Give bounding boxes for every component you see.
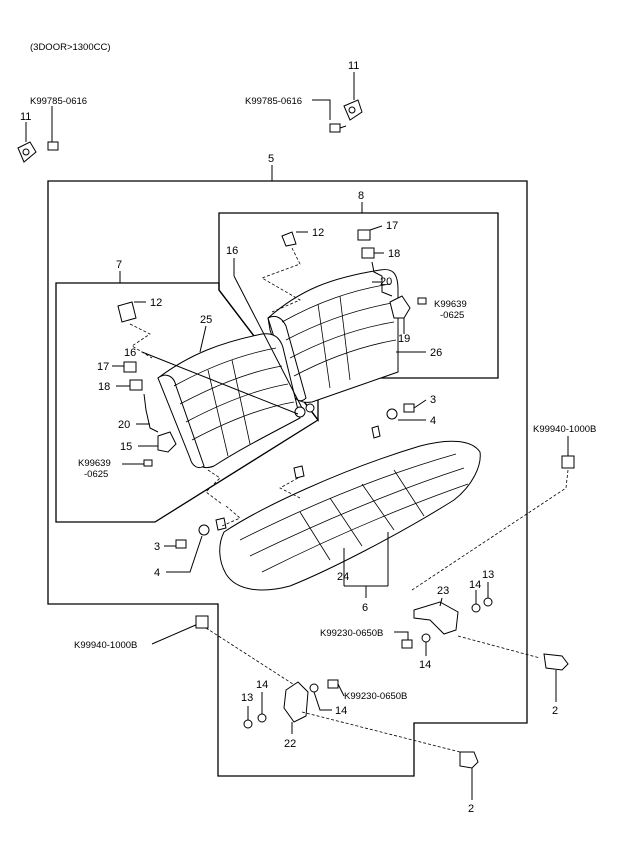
label-19: 19 xyxy=(398,333,410,345)
code-k99230-lower: K99230-0650B xyxy=(344,691,407,702)
label-12b: 12 xyxy=(312,227,324,239)
label-16b-group: 16 xyxy=(226,245,315,418)
bolt-k99940-left: K99940-1000B xyxy=(74,615,297,687)
label-8: 8 xyxy=(358,190,364,202)
label-4a: 4 xyxy=(154,567,160,579)
label-15: 15 xyxy=(120,441,132,453)
label-3a: 3 xyxy=(154,541,160,553)
label-17a: 17 xyxy=(97,361,109,373)
label-13b: 13 xyxy=(482,569,494,581)
label-11a: 11 xyxy=(20,111,31,123)
code-k99785-right: K99785-0616 xyxy=(245,96,302,107)
code-k99230-upper: K99230-0650B xyxy=(320,628,383,639)
label-14d: 14 xyxy=(335,705,347,717)
label-22: 22 xyxy=(284,738,296,750)
label-17b: 17 xyxy=(386,220,398,232)
headrest-guide-12-left: 12 xyxy=(117,297,162,359)
label-12a: 12 xyxy=(150,297,162,309)
label-18b: 18 xyxy=(388,248,400,260)
label-14a: 14 xyxy=(256,679,268,691)
label-14b: 14 xyxy=(469,579,481,591)
hinge-11-left: 11 K99785-0616 xyxy=(17,96,87,163)
label-3b: 3 xyxy=(430,394,436,406)
label-25: 25 xyxy=(200,314,212,326)
seatback-box-7: 7 xyxy=(55,259,319,523)
header-note: (3DOOR>1300CC) xyxy=(30,42,111,53)
bolt-3-4-left: 3 4 xyxy=(154,517,227,579)
label-6: 6 xyxy=(362,602,368,614)
bolt-k99940-right: K99940-1000B xyxy=(411,424,596,591)
label-16a: 16 xyxy=(124,347,136,359)
label-20a: 20 xyxy=(118,419,130,431)
label-20b: 20 xyxy=(380,276,392,288)
label-2b: 2 xyxy=(552,705,558,717)
right-box-parts: 17 18 20 19 K99639 -0625 26 xyxy=(357,220,467,359)
label-13a: 13 xyxy=(241,692,253,704)
label-18a: 18 xyxy=(98,381,110,393)
code-k99639-right-b: -0625 xyxy=(440,310,464,321)
label-26: 26 xyxy=(430,347,442,359)
seatback-left-25 xyxy=(157,333,301,469)
label-24: 24 xyxy=(337,571,349,583)
label-5: 5 xyxy=(268,153,274,165)
code-k99940-right: K99940-1000B xyxy=(533,424,596,435)
seat-cushion-24 xyxy=(219,440,481,591)
label-16b: 16 xyxy=(226,245,238,257)
code-k99639-left-b: -0625 xyxy=(84,469,108,480)
dashed-linkages xyxy=(221,505,241,527)
code-k99639-right-a: K99639 xyxy=(434,299,467,310)
code-k99785-left: K99785-0616 xyxy=(30,96,87,107)
hinge-11-right: 11 K99785-0616 xyxy=(245,60,363,133)
label-6-bracket: 24 6 xyxy=(337,532,389,614)
bracket-22-assembly: 22 14 13 14 K99230-0650B 2 xyxy=(241,679,479,815)
code-k99639-left-a: K99639 xyxy=(78,458,111,469)
headrest-guide-12-right: 12 xyxy=(261,227,324,313)
bolt-3-4-right: 3 4 xyxy=(279,394,436,499)
label-4b: 4 xyxy=(430,415,436,427)
left-box-parts: 25 16 17 18 20 15 K99639 -0625 xyxy=(78,314,299,505)
bracket-23-assembly: 23 14 13 K99230-0650B 14 2 xyxy=(320,569,569,717)
label-7: 7 xyxy=(116,259,122,271)
code-k99940-left: K99940-1000B xyxy=(74,640,137,651)
label-2a: 2 xyxy=(468,803,474,815)
label-23: 23 xyxy=(437,585,449,597)
label-11b: 11 xyxy=(348,60,359,72)
label-14c: 14 xyxy=(419,659,431,671)
assembly-outline-5: 5 xyxy=(47,153,528,777)
